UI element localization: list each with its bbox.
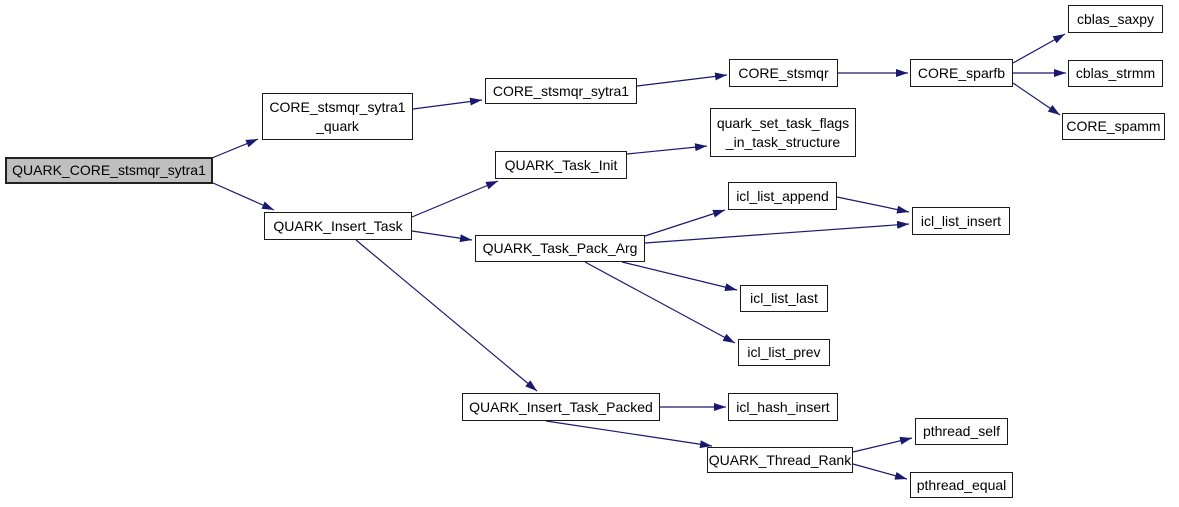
edge-core-stsmqr-sytra1-to-core-stsmqr xyxy=(636,72,728,87)
node-icl-hash-insert[interactable]: icl_hash_insert xyxy=(728,393,838,421)
edge-quark-insert-task-packed-to-quark-thread-rank xyxy=(545,420,713,449)
node-core-spamm[interactable]: CORE_spamm xyxy=(1062,113,1165,140)
edge-quark-thread-rank-to-pthread-self xyxy=(852,436,913,453)
node-icl-list-prev[interactable]: icl_list_prev xyxy=(738,339,830,366)
node-quark-task-pack-arg[interactable]: QUARK_Task_Pack_Arg xyxy=(475,235,645,262)
edge-icl-list-append-to-icl-list-insert xyxy=(836,196,910,214)
node-label: QUARK_Thread_Rank xyxy=(708,451,852,468)
node-core-stsmqr[interactable]: CORE_stsmqr xyxy=(729,59,838,87)
edge-quark-task-pack-arg-to-icl-list-append xyxy=(644,209,726,237)
node-pthread-equal[interactable]: pthread_equal xyxy=(910,472,1013,498)
node-label: quark_set_task_flags _in_task_structure xyxy=(716,114,850,150)
edge-quark-task-pack-arg-to-icl-list-prev xyxy=(584,261,736,344)
edge-core-stsmqr-sytra1-quark-to-core-stsmqr-sytra1 xyxy=(412,97,483,110)
node-quark-core-stsmqr-sytra1: QUARK_CORE_stsmqr_sytra1 xyxy=(5,157,213,184)
node-quark-thread-rank[interactable]: QUARK_Thread_Rank xyxy=(707,447,853,473)
edge-core-sparfb-to-cblas-saxpy xyxy=(1012,33,1066,64)
node-icl-list-last[interactable]: icl_list_last xyxy=(740,285,828,312)
node-label: CORE_spamm xyxy=(1066,118,1161,134)
node-core-stsmqr-sytra1[interactable]: CORE_stsmqr_sytra1 xyxy=(485,78,637,104)
edge-quark-insert-task-to-quark-insert-task-packed xyxy=(355,239,538,392)
edge-quark-task-pack-arg-to-icl-list-insert xyxy=(644,220,910,244)
edge-quark-core-stsmqr-sytra1-to-core-stsmqr-sytra1-quark xyxy=(211,138,259,159)
node-label: icl_list_insert xyxy=(920,212,1002,229)
node-label: QUARK_Insert_Task_Packed xyxy=(469,398,653,415)
node-label: icl_hash_insert xyxy=(736,398,830,415)
node-label: CORE_stsmqr_sytra1 xyxy=(492,82,630,99)
node-label: pthread_self xyxy=(922,423,1001,439)
node-label: cblas_strmm xyxy=(1075,65,1156,81)
edge-quark-task-pack-arg-to-icl-list-last xyxy=(621,261,738,292)
node-label: QUARK_Task_Pack_Arg xyxy=(482,240,638,256)
edge-quark-insert-task-to-quark-task-pack-arg xyxy=(411,230,473,243)
node-core-stsmqr-sytra1-quark[interactable]: CORE_stsmqr_sytra1 _quark xyxy=(262,93,413,140)
node-label: CORE_sparfb xyxy=(917,64,1006,81)
edge-quark-insert-task-to-quark-task-init xyxy=(411,180,499,218)
node-label: QUARK_CORE_stsmqr_sytra1 xyxy=(12,162,206,178)
node-label: pthread_equal xyxy=(916,476,1007,493)
node-label: icl_list_prev xyxy=(747,344,821,360)
edge-quark-thread-rank-to-pthread-equal xyxy=(852,463,908,480)
node-label: QUARK_Insert_Task xyxy=(273,217,403,234)
node-icl-list-insert[interactable]: icl_list_insert xyxy=(912,207,1010,235)
node-quark-set-task-flags[interactable]: quark_set_task_flags _in_task_structure xyxy=(710,108,856,157)
node-label: CORE_stsmqr_sytra1 _quark xyxy=(269,98,406,134)
edge-quark-task-init-to-quark-set-task-flags xyxy=(626,143,708,155)
node-icl-list-append[interactable]: icl_list_append xyxy=(728,182,837,210)
edge-core-sparfb-to-core-spamm xyxy=(1012,82,1061,116)
node-label: icl_list_append xyxy=(736,187,829,204)
node-label: QUARK_Task_Init xyxy=(504,156,618,173)
node-cblas-strmm[interactable]: cblas_strmm xyxy=(1068,60,1163,87)
node-cblas-saxpy[interactable]: cblas_saxpy xyxy=(1068,5,1163,33)
node-label: cblas_saxpy xyxy=(1076,10,1155,27)
edge-quark-core-stsmqr-sytra1-to-quark-insert-task xyxy=(212,182,275,211)
node-pthread-self[interactable]: pthread_self xyxy=(915,418,1008,445)
node-label: CORE_stsmqr xyxy=(738,64,829,81)
node-quark-insert-task-packed[interactable]: QUARK_Insert_Task_Packed xyxy=(462,393,660,421)
node-quark-insert-task[interactable]: QUARK_Insert_Task xyxy=(264,212,412,240)
node-label: icl_list_last xyxy=(750,290,818,306)
node-quark-task-init[interactable]: QUARK_Task_Init xyxy=(495,151,627,179)
node-core-sparfb[interactable]: CORE_sparfb xyxy=(910,59,1013,87)
